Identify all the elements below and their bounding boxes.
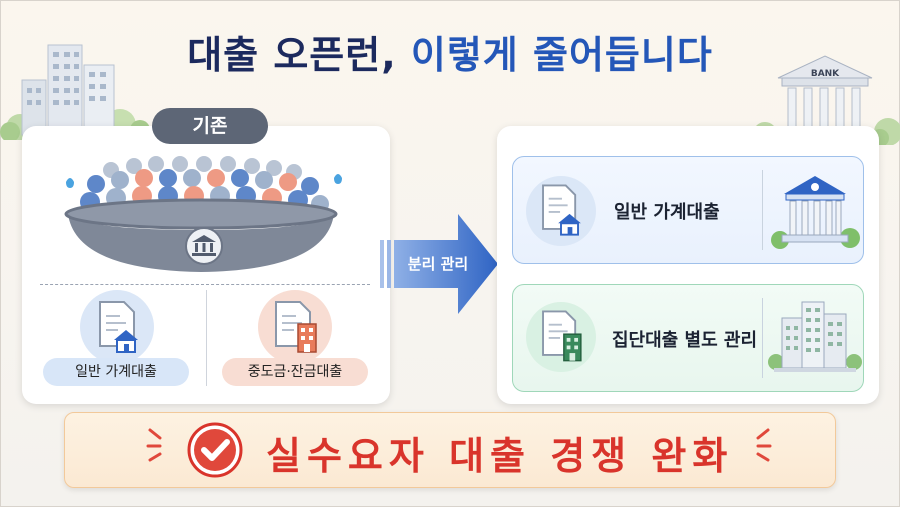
right-spark-decoration [756,428,772,462]
arrow-label: 분리 관리 [407,255,469,273]
group-card-separator [762,298,763,378]
page-title: 대출 오픈런, 이렇게 줄어듭니다 [0,24,900,79]
conclusion-text: 실수요자 대출 경쟁 완화 [266,434,734,478]
apartment-complex-icon [768,301,862,372]
separate-management-arrow [380,214,498,314]
panel-divider-horizontal [40,284,370,285]
household-loan-card-document-icon [526,176,596,246]
household-loan-document-icon [80,290,154,364]
title-part-1: 대출 오픈런, [187,33,397,77]
interim-payment-loan-document-icon [258,290,332,364]
left-spark-decoration [146,428,162,462]
title-part-2: 이렇게 줄어듭니다 [410,33,713,77]
household-card-separator [762,170,763,250]
existing-household-loan-pill: 일반 가계대출 [43,358,189,386]
household-loan-card-label: 일반 가계대출 [614,202,720,223]
group-loan-card-label: 집단대출 별도 관리 [612,330,758,351]
panel-divider-vertical [206,290,207,386]
crowded-loan-pot-illustration [64,156,342,272]
existing-interim-loan-pill: 중도금·잔금대출 [222,358,368,386]
group-loan-card-document-icon [526,302,596,372]
bank-icon [771,176,860,249]
check-circle-icon [187,422,243,478]
bank-sign-text: BANK [810,69,840,79]
existing-badge: 기존 [152,108,268,144]
